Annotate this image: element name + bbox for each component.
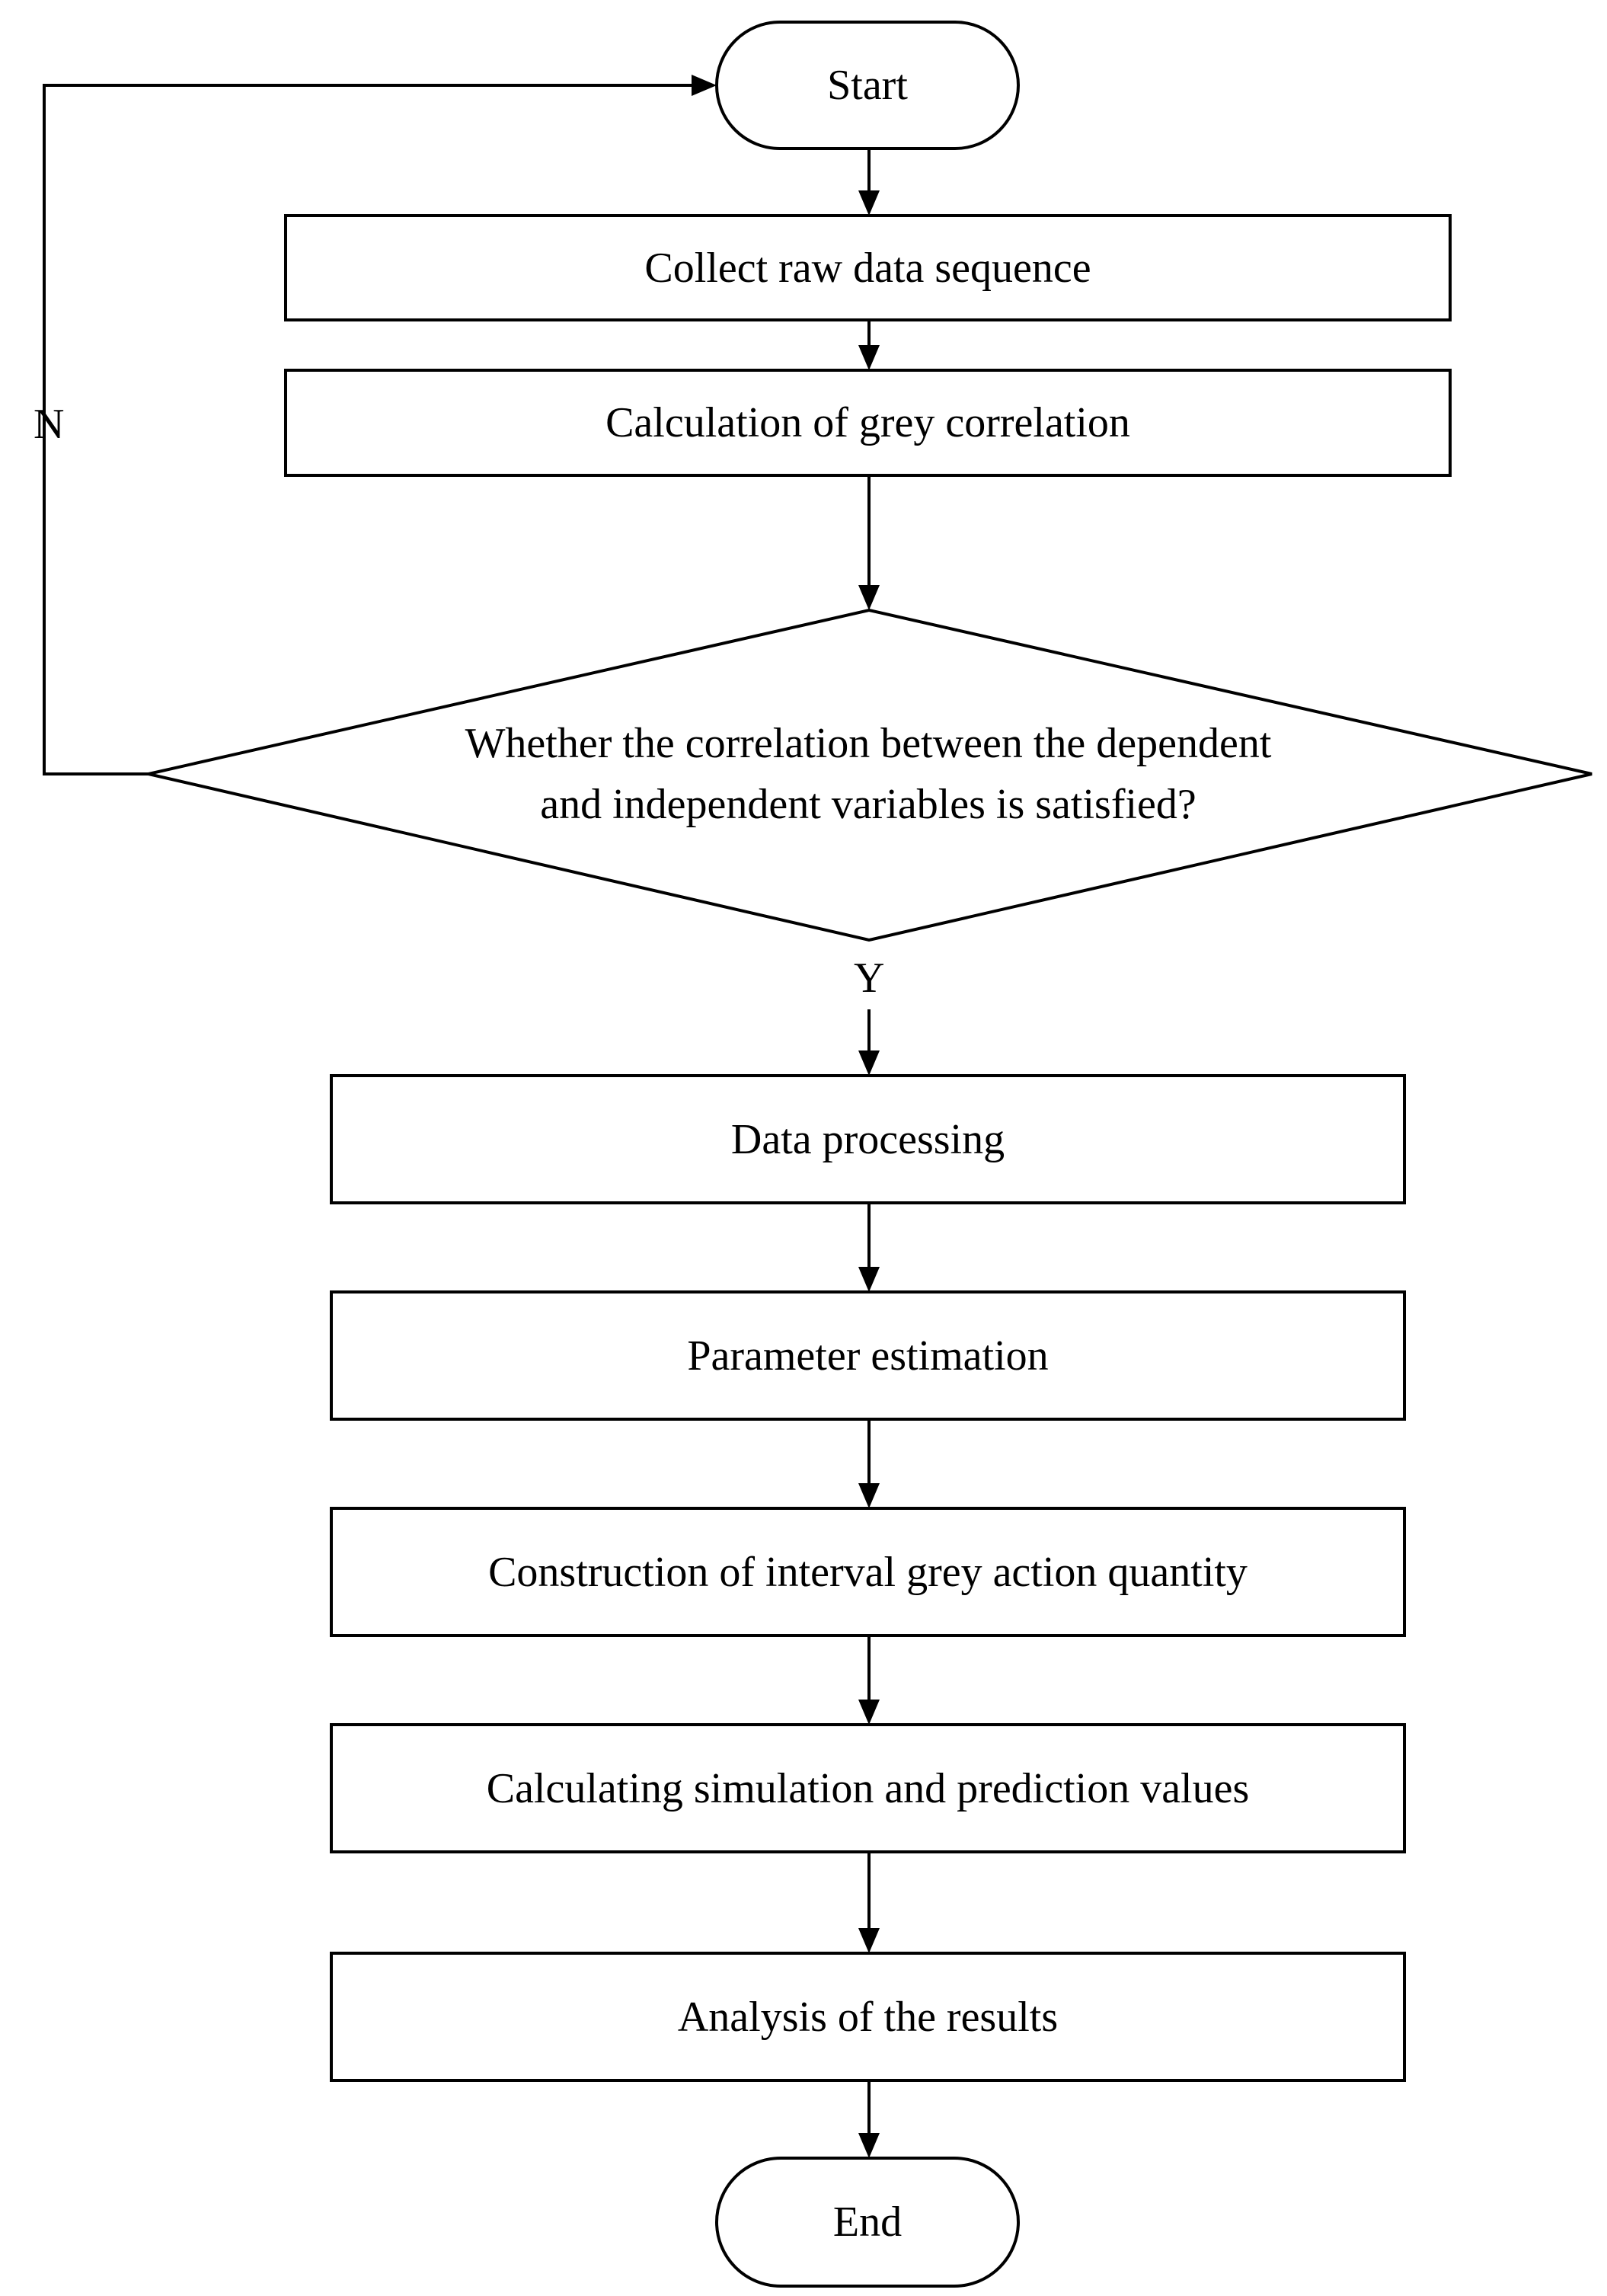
decision-label-line1: Whether the correlation between the depe… [465, 720, 1272, 767]
end-terminal [715, 2157, 1020, 2288]
arrowhead [858, 585, 880, 610]
arrowhead [858, 1483, 880, 1508]
estimation-label: Parameter estimation [687, 1332, 1049, 1380]
construction-label: Construction of interval grey action qua… [488, 1548, 1248, 1596]
end-label: End [832, 2198, 903, 2246]
feedback-loop-line [43, 84, 707, 775]
collect-label: Collect raw data sequence [644, 244, 1091, 292]
decision-label-line2: and independent variables is satisfied? [540, 781, 1196, 828]
yes-label: Y [854, 955, 885, 1002]
arrowhead [858, 345, 880, 370]
arrowhead [858, 190, 880, 216]
arrowhead [858, 1700, 880, 1725]
start-label: Start [827, 62, 908, 109]
decision-diamond [148, 608, 1593, 942]
arrowhead [858, 2133, 880, 2158]
processing-label: Data processing [730, 1115, 1005, 1163]
decision-text: Whether the correlation between the depe… [228, 713, 1508, 835]
no-label: N [34, 401, 65, 448]
analysis-label: Analysis of the results [677, 1993, 1059, 2041]
arrowhead [858, 1928, 880, 1953]
calculating-label: Calculating simulation and prediction va… [486, 1764, 1250, 1812]
arrowhead [692, 75, 717, 96]
correlation-label: Calculation of grey correlation [605, 399, 1130, 446]
arrowhead [858, 1050, 880, 1076]
arrowhead [858, 1267, 880, 1292]
